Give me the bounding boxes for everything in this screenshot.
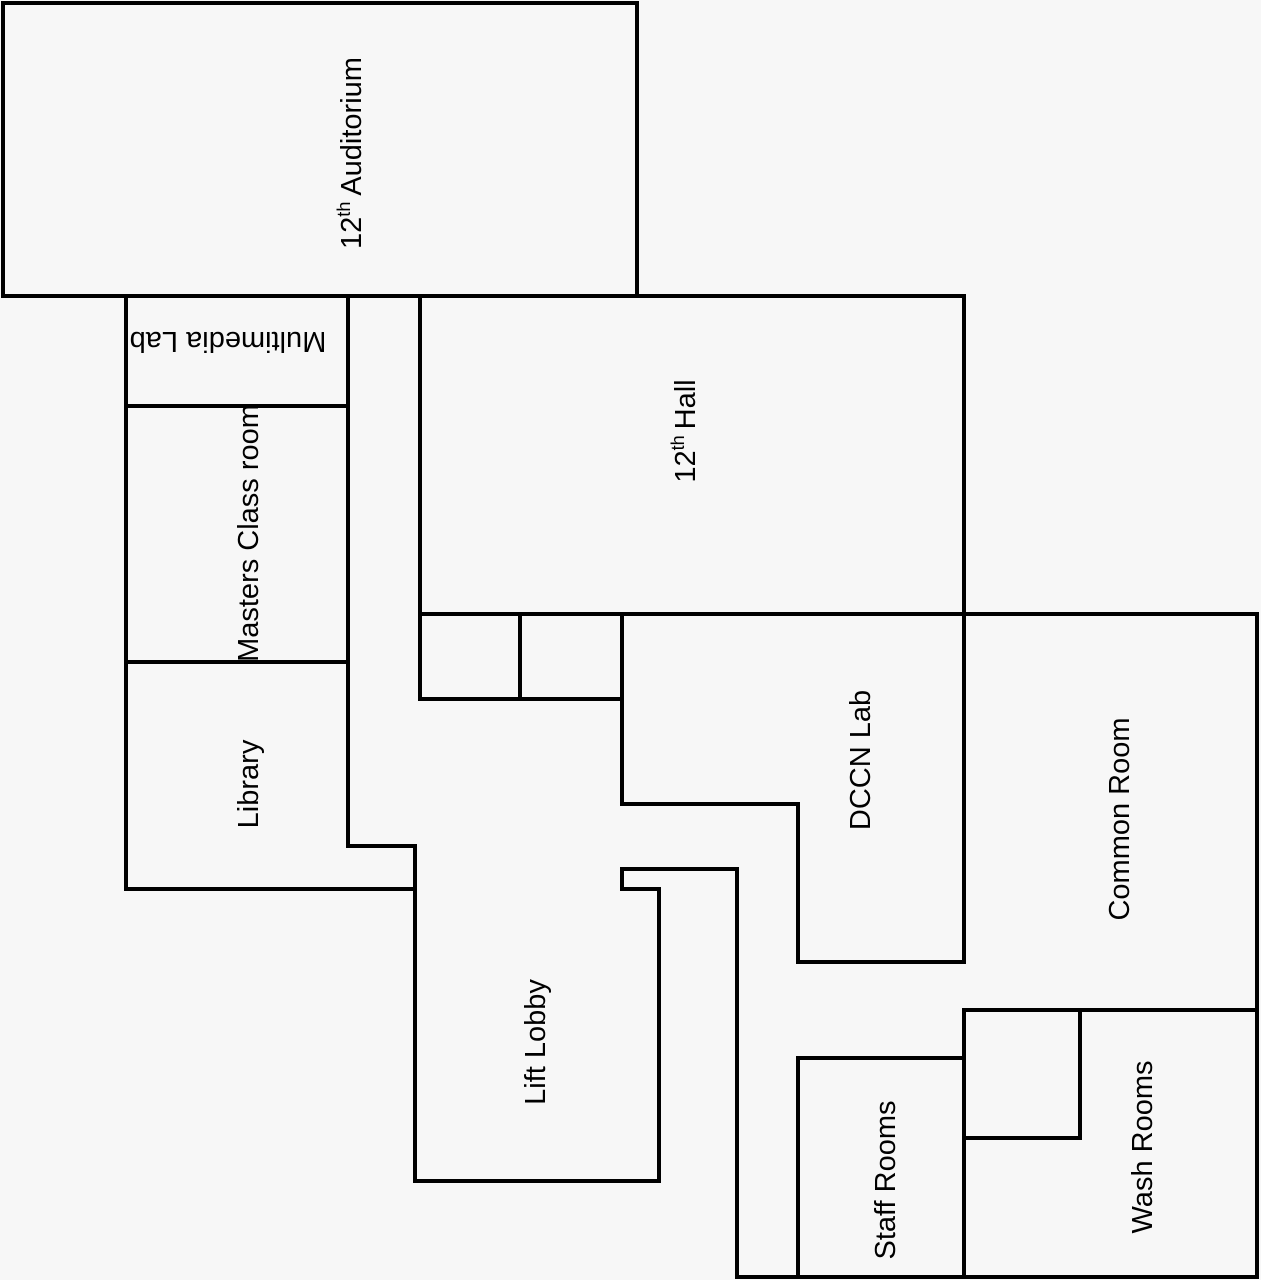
- library-corridor-wall: [346, 660, 417, 891]
- dccn-lab-walls: [620, 612, 966, 964]
- hall-walls: [418, 294, 966, 616]
- auditorium-walls: [1, 1, 639, 298]
- lift-lobby-label: Lift Lobby: [520, 979, 552, 1105]
- multimedia-lab-label: Multimedia Lab: [130, 325, 327, 357]
- dccn-lab-label: DCCN Lab: [845, 690, 877, 830]
- library-label: Library: [233, 739, 265, 828]
- left-wing-outer-wall: [124, 294, 417, 891]
- east-corridor-wall: [620, 867, 1259, 1279]
- masters-class-room-label: Masters Class room: [233, 404, 265, 662]
- staff-rooms-label: Staff Rooms: [870, 1100, 902, 1259]
- staff-rooms-walls: [796, 1056, 966, 1279]
- common-room-walls: [962, 612, 1259, 1012]
- wash-rooms-inner-wall: [962, 1008, 1082, 1140]
- hall-label: 12thHall: [668, 379, 702, 482]
- auditorium-label: 12thAuditorium: [334, 57, 368, 249]
- wash-rooms-label: Wash Rooms: [1127, 1061, 1159, 1234]
- lift-lobby-walls: [413, 867, 661, 1183]
- common-room-label: Common Room: [1104, 717, 1136, 920]
